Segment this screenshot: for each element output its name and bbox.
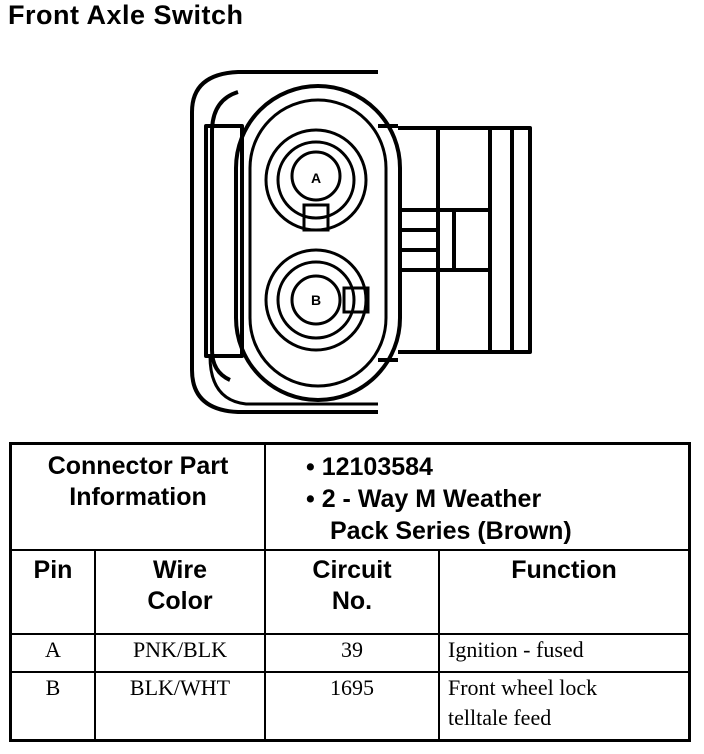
pin-b-label: B — [311, 292, 321, 308]
connector-housing-inner — [210, 90, 239, 382]
circuit-cell: 39 — [264, 633, 440, 673]
function-cell: Front wheel lock — [448, 675, 598, 700]
pin-cell: A — [9, 633, 96, 673]
circuit-cell: 1695 — [264, 671, 440, 742]
circuit-header-line2: No. — [331, 587, 373, 615]
wire-color-header-line2: Color — [147, 587, 213, 615]
function-header: Function — [511, 556, 617, 584]
wire-color-cell: PNK/BLK — [94, 633, 266, 673]
part-description: • 2 - Way M Weather — [306, 485, 542, 513]
function-cell: Ignition - fused — [448, 637, 584, 662]
pin-cell: B — [9, 671, 96, 742]
wire-color-header-line1: Wire — [153, 556, 207, 584]
part-number: • 12103584 — [306, 453, 433, 481]
connector-oval-inner — [248, 98, 388, 388]
pin-a-label: A — [311, 170, 321, 186]
table-row: B BLK/WHT 1695 Front wheel lock telltale… — [9, 671, 691, 742]
connector-housing-outline — [190, 70, 378, 414]
connector-oval-outer — [234, 84, 402, 402]
function-cell-cont: telltale feed — [448, 705, 552, 730]
part-info-row: Connector Part Information • 12103584 • … — [9, 442, 691, 551]
pin-header: Pin — [33, 556, 73, 584]
part-description-cont: Pack Series (Brown) — [330, 517, 572, 545]
latch-block — [204, 124, 244, 358]
pin-b-cavity — [264, 248, 370, 352]
connector-diagram: A B — [190, 70, 532, 414]
connector-info-table: Connector Part Information • 12103584 • … — [9, 442, 691, 742]
table-row: A PNK/BLK 39 Ignition - fused — [9, 633, 691, 673]
pin-a-cavity — [264, 128, 368, 232]
connector-part-label: Connector Part — [47, 452, 229, 480]
wire-color-cell: BLK/WHT — [94, 671, 266, 742]
connector-info-label: Information — [69, 483, 207, 511]
connector-rear-body — [378, 124, 398, 362]
page-title: Front Axle Switch — [8, 0, 244, 30]
column-header-row: Pin Wire Color Circuit No. Function — [9, 549, 691, 635]
circuit-header-line1: Circuit — [312, 556, 392, 584]
